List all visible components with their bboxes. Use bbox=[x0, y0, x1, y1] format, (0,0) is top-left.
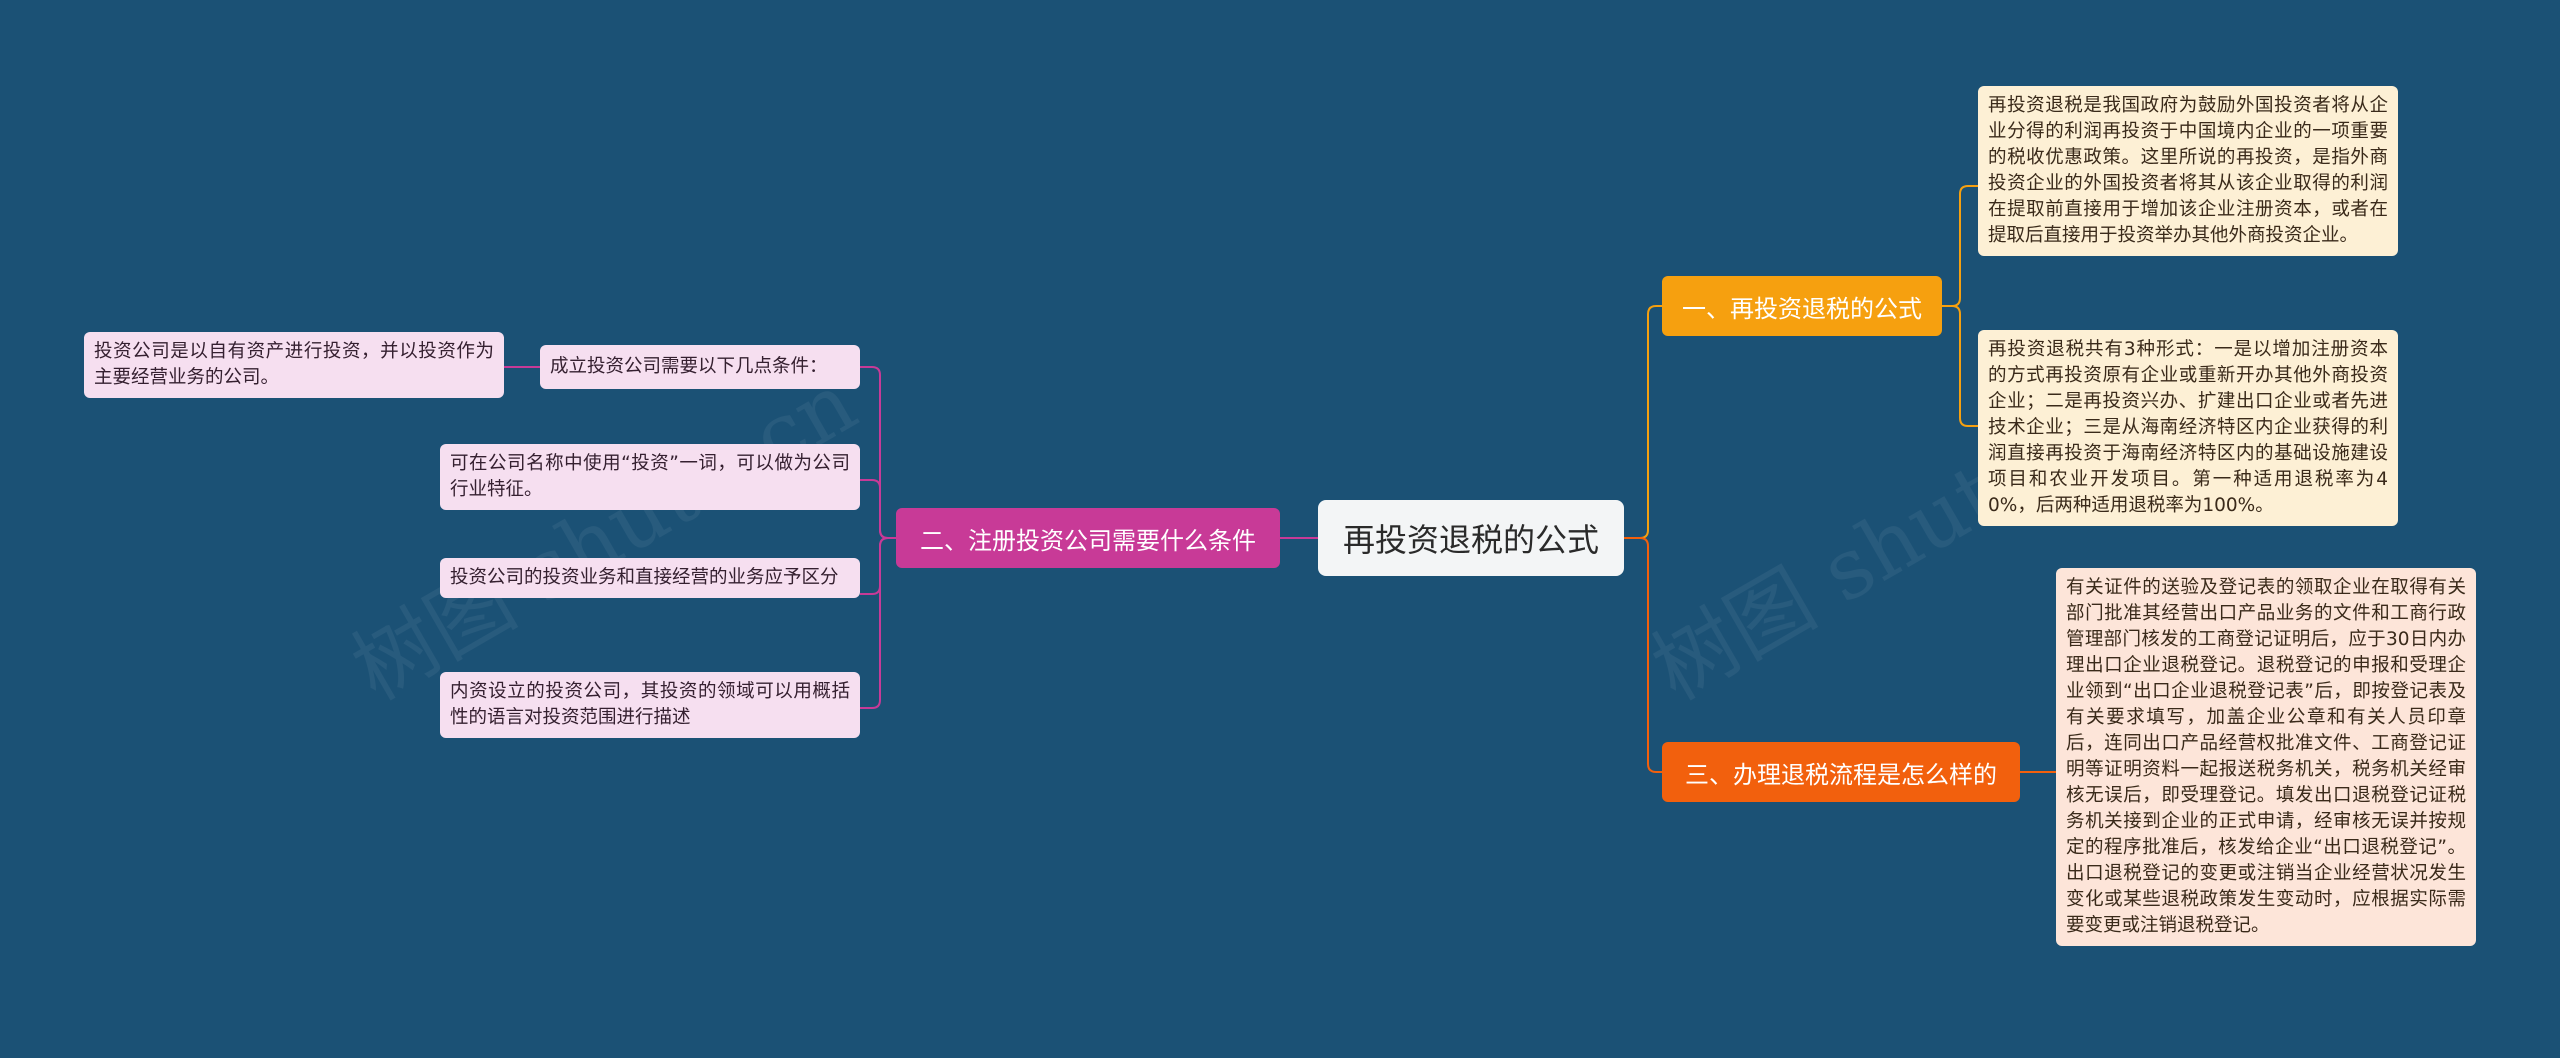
connector-b2-leafc bbox=[860, 537, 896, 595]
leaf-conditions-scope[interactable]: 内资设立的投资公司，其投资的领域可以用概括性的语言对投资范围进行描述 bbox=[440, 672, 860, 738]
leaf-conditions-definition[interactable]: 投资公司是以自有资产进行投资，并以投资作为主要经营业务的公司。 bbox=[84, 332, 504, 398]
leaf-conditions-business[interactable]: 投资公司的投资业务和直接经营的业务应予区分 bbox=[440, 558, 860, 598]
connector-b1-leafa bbox=[1942, 185, 1978, 307]
connector-b2-leafb bbox=[860, 479, 896, 539]
branch-formula[interactable]: 一、再投资退税的公式 bbox=[1662, 276, 1942, 336]
leaf-formula-forms[interactable]: 再投资退税共有3种形式：一是以增加注册资本的方式再投资原有企业或重新开办其他外商… bbox=[1978, 330, 2398, 526]
leaf-conditions-name[interactable]: 可在公司名称中使用“投资”一词，可以做为公司行业特征。 bbox=[440, 444, 860, 510]
branch-conditions[interactable]: 二、注册投资公司需要什么条件 bbox=[896, 508, 1280, 568]
leaf-process-steps[interactable]: 有关证件的送验及登记表的领取企业在取得有关部门批准其经营出口产品业务的文件和工商… bbox=[2056, 568, 2476, 946]
branch-process[interactable]: 三、办理退税流程是怎么样的 bbox=[1662, 742, 2020, 802]
leaf-formula-definition[interactable]: 再投资退税是我国政府为鼓励外国投资者将从企业分得的利润再投资于中国境内企业的一项… bbox=[1978, 86, 2398, 256]
connector-root-branch1 bbox=[1624, 305, 1662, 539]
connector-b2-leafd bbox=[860, 537, 896, 709]
leaf-conditions-intro[interactable]: 成立投资公司需要以下几点条件： bbox=[540, 345, 860, 389]
connector-b1-leafb bbox=[1942, 305, 1978, 427]
root-topic[interactable]: 再投资退税的公式 bbox=[1318, 500, 1624, 576]
connector-root-branch3 bbox=[1624, 537, 1662, 773]
connector-b2-leafa bbox=[860, 366, 896, 539]
